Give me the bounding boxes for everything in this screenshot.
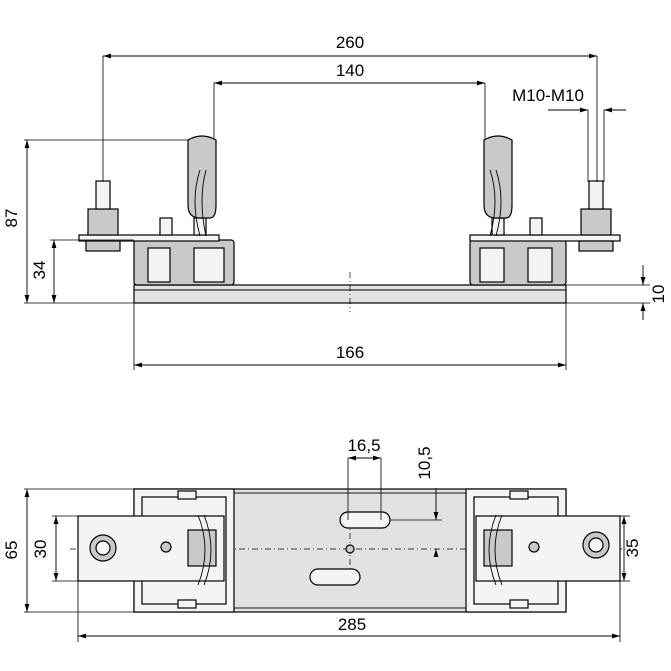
side-view: 260 140 M10-M10 87 34 10 166: [2, 33, 668, 370]
dim-35: 35: [623, 539, 642, 558]
dim-34: 34: [30, 261, 49, 280]
left-contact-top: [77, 488, 235, 613]
dim-140: 140: [336, 61, 364, 80]
right-contact-block: [469, 135, 621, 286]
slot-upper: [339, 511, 391, 529]
top-view: 16,5 10,5 65 30 35 285: [2, 436, 642, 642]
right-contact-top: [465, 488, 621, 613]
dim-285: 285: [338, 615, 366, 634]
center-hole: [345, 544, 355, 554]
dim-16-5: 16,5: [347, 436, 380, 455]
dim-10-5: 10,5: [415, 446, 434, 479]
dim-166: 166: [336, 343, 364, 362]
dim-87: 87: [2, 209, 21, 228]
dim-260: 260: [336, 33, 364, 52]
dim-thread: M10-M10: [512, 86, 584, 105]
dim-10: 10: [649, 285, 668, 304]
slot-lower: [309, 568, 361, 586]
dim-65: 65: [2, 541, 21, 560]
left-contact-block: [78, 135, 235, 286]
dim-30: 30: [31, 540, 50, 559]
